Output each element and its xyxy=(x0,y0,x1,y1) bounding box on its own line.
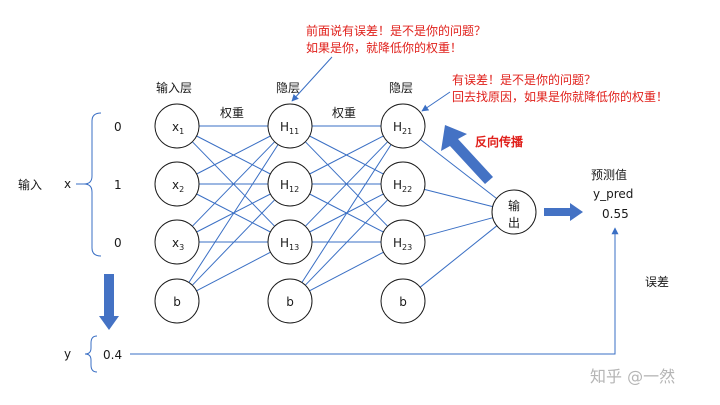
hidden2-node-2-label: H xyxy=(393,178,402,192)
hidden2-node-1-sub: 21 xyxy=(402,127,412,136)
down-arrow xyxy=(99,274,119,330)
edge-h23-out xyxy=(424,217,493,237)
svg-text:x1: x1 xyxy=(172,120,184,136)
input-node-2-label: x xyxy=(172,178,179,192)
edge-h12-h21 xyxy=(309,135,384,175)
prediction-title: 预测值 xyxy=(591,167,627,182)
hidden2-bias-node: b xyxy=(380,278,426,324)
edge-in3-h11 xyxy=(192,141,275,227)
input-layer-label: 输入层 xyxy=(156,80,192,95)
svg-text:x3: x3 xyxy=(172,236,184,252)
error-label: 误差 xyxy=(645,275,669,289)
svg-text:H12: H12 xyxy=(280,178,299,194)
hidden2-bias-label: b xyxy=(399,295,407,309)
backprop-label: 反向传播 xyxy=(475,134,524,149)
input-node-2-sub: 2 xyxy=(179,185,184,194)
y-label: y xyxy=(64,347,71,361)
input-node-1-label: x xyxy=(172,120,179,134)
svg-text:x2: x2 xyxy=(172,178,184,194)
input-label: 输入 xyxy=(18,177,42,192)
x-value-2: 1 xyxy=(114,178,122,192)
edges-hidden1-to-hidden2 xyxy=(301,125,392,292)
input-node-1: x1 xyxy=(154,103,200,149)
hidden1-node-1-label: H xyxy=(280,120,289,134)
right-annotation-line1: 有误差！是不是你的问题？ xyxy=(452,72,596,87)
edge-h14-h23 xyxy=(309,251,384,292)
weights-1-label: 权重 xyxy=(220,106,244,120)
svg-text:H22: H22 xyxy=(393,178,412,194)
edge-in4-h13 xyxy=(196,251,271,292)
output-label-line2: 出 xyxy=(508,216,520,230)
weights-2-label: 权重 xyxy=(332,106,356,120)
svg-text:H23: H23 xyxy=(393,236,412,252)
output-arrow xyxy=(544,203,583,221)
hidden2-node-2: H22 xyxy=(380,161,426,207)
hidden2-node-3-sub: 23 xyxy=(402,243,412,252)
output-label-line1: 输 xyxy=(508,198,520,213)
input-node-3: x3 xyxy=(154,219,200,265)
hidden1-node-1-sub: 11 xyxy=(289,127,299,136)
hidden1-bias-node: b xyxy=(267,278,313,324)
input-node-1-sub: 1 xyxy=(179,127,184,136)
output-node: 输 出 xyxy=(491,189,537,235)
watermark: 知乎 @一然 xyxy=(590,367,675,386)
hidden2-node-1-label: H xyxy=(393,120,402,134)
x-value-1: 0 xyxy=(114,120,122,134)
edge-in4-h11 xyxy=(188,144,279,283)
edge-h21-out xyxy=(420,139,497,199)
edge-in2-h11 xyxy=(196,135,271,175)
edge-h14-h21 xyxy=(301,144,392,283)
hidden1-node-3-label: H xyxy=(280,236,289,250)
edge-h24-out xyxy=(419,225,498,288)
prediction-variable: y_pred xyxy=(593,187,633,201)
x-value-3: 0 xyxy=(114,236,122,250)
y-value: 0.4 xyxy=(103,348,122,362)
y-brace xyxy=(84,335,98,373)
edge-h13-h21 xyxy=(305,141,388,227)
edge-h14-h22 xyxy=(304,199,389,286)
input-node-3-sub: 3 xyxy=(179,243,184,252)
hidden2-node-3: H23 xyxy=(380,219,426,265)
edges-input-to-hidden1 xyxy=(188,125,279,292)
hidden1-node-2: H12 xyxy=(267,161,313,207)
hidden2-node-3-label: H xyxy=(393,236,402,250)
error-line xyxy=(130,227,619,355)
hidden-layer-1-label: 隐层 xyxy=(276,81,300,95)
prediction-value: 0.55 xyxy=(602,207,629,221)
input-bias-node: b xyxy=(154,278,200,324)
edge-h22-out xyxy=(424,188,493,208)
hidden1-node-3-sub: 13 xyxy=(289,243,299,252)
hidden1-node-1: H11 xyxy=(267,103,313,149)
right-annotation-line2: 回去找原因，如果是你就降低你的权重！ xyxy=(452,89,668,104)
hidden1-node-2-label: H xyxy=(280,178,289,192)
input-node-2: x2 xyxy=(154,161,200,207)
hidden2-node-1: H21 xyxy=(380,103,426,149)
svg-text:H13: H13 xyxy=(280,236,299,252)
input-node-3-label: x xyxy=(172,236,179,250)
edge-in4-h12 xyxy=(191,199,276,286)
svg-text:H11: H11 xyxy=(280,120,299,136)
top-annotation-line1: 前面说有误差！是不是你的问题？ xyxy=(306,23,486,38)
top-annotation-line2: 如果是你，就降低你的权重！ xyxy=(306,40,462,55)
x-label: x xyxy=(64,177,71,191)
hidden2-node-2-sub: 22 xyxy=(402,185,412,194)
hidden1-node-3: H13 xyxy=(267,219,313,265)
hidden1-bias-label: b xyxy=(286,295,294,309)
right-annotation-pointer xyxy=(421,91,451,112)
hidden-layer-2-label: 隐层 xyxy=(389,81,413,95)
input-brace xyxy=(83,112,102,257)
edges-hidden2-to-output xyxy=(419,139,498,288)
input-bias-label: b xyxy=(173,295,181,309)
top-annotation-pointer xyxy=(291,56,333,102)
backprop-arrow xyxy=(441,125,493,184)
hidden1-node-2-sub: 12 xyxy=(289,185,299,194)
svg-text:H21: H21 xyxy=(393,120,412,136)
